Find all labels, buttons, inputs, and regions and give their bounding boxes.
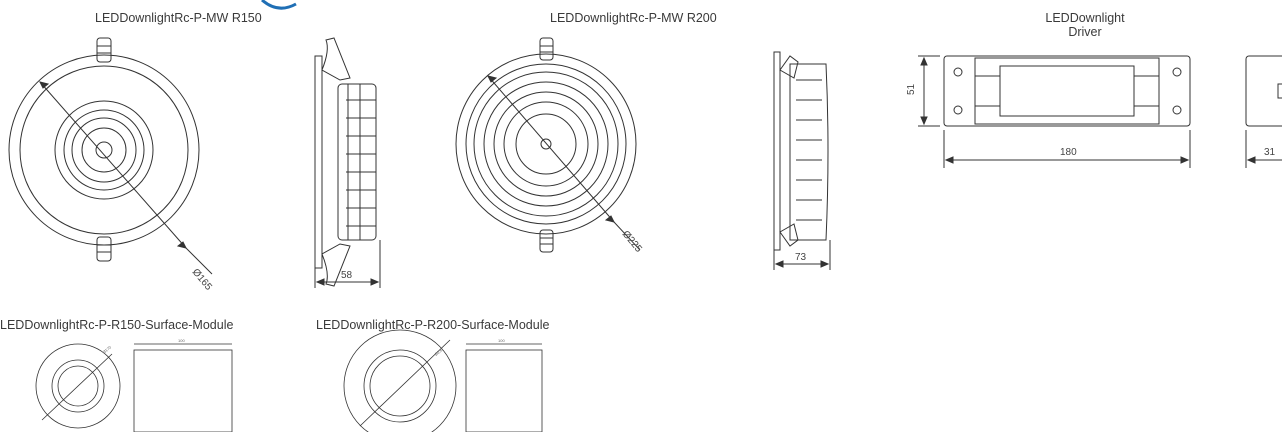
surface150-depth-label: 100 (178, 338, 185, 343)
r150-diameter-label: Ø165 (190, 267, 214, 293)
driver-title-line1: LEDDownlight (1045, 11, 1125, 25)
r150-front-view (8, 37, 213, 275)
r200-front-view (455, 37, 641, 253)
driver-width-label: 51 (906, 83, 917, 95)
driver-length-label: 180 (1060, 147, 1077, 158)
driver-side-view (1245, 55, 1282, 168)
surface200-diameter-label: Ø230 (433, 346, 444, 357)
accent-heading-fragment (261, 0, 297, 10)
surface200-title: LEDDownlightRc-P-R200-Surface-Module (316, 318, 550, 332)
driver-title-line2: Driver (1068, 25, 1102, 39)
surface150-title: LEDDownlightRc-P-R150-Surface-Module (0, 318, 234, 332)
surface200-depth-label: 100 (498, 338, 505, 343)
r150-depth-label: 58 (341, 270, 353, 281)
r150-side-view (314, 37, 381, 288)
surface200-module (343, 329, 543, 432)
surface150-module (35, 343, 233, 432)
r200-side-view (773, 51, 831, 270)
driver-top-view (918, 55, 1191, 168)
r150-title: LEDDownlightRc-P-MW R150 (95, 11, 262, 25)
r200-title: LEDDownlightRc-P-MW R200 (550, 11, 717, 25)
r200-depth-label: 73 (795, 252, 807, 263)
surface150-diameter-label: Ø170 (101, 344, 112, 355)
driver-height-label: 31 (1264, 147, 1276, 158)
driver-title: LEDDownlight Driver (1040, 11, 1130, 39)
r200-diameter-label: Ø225 (620, 229, 644, 255)
